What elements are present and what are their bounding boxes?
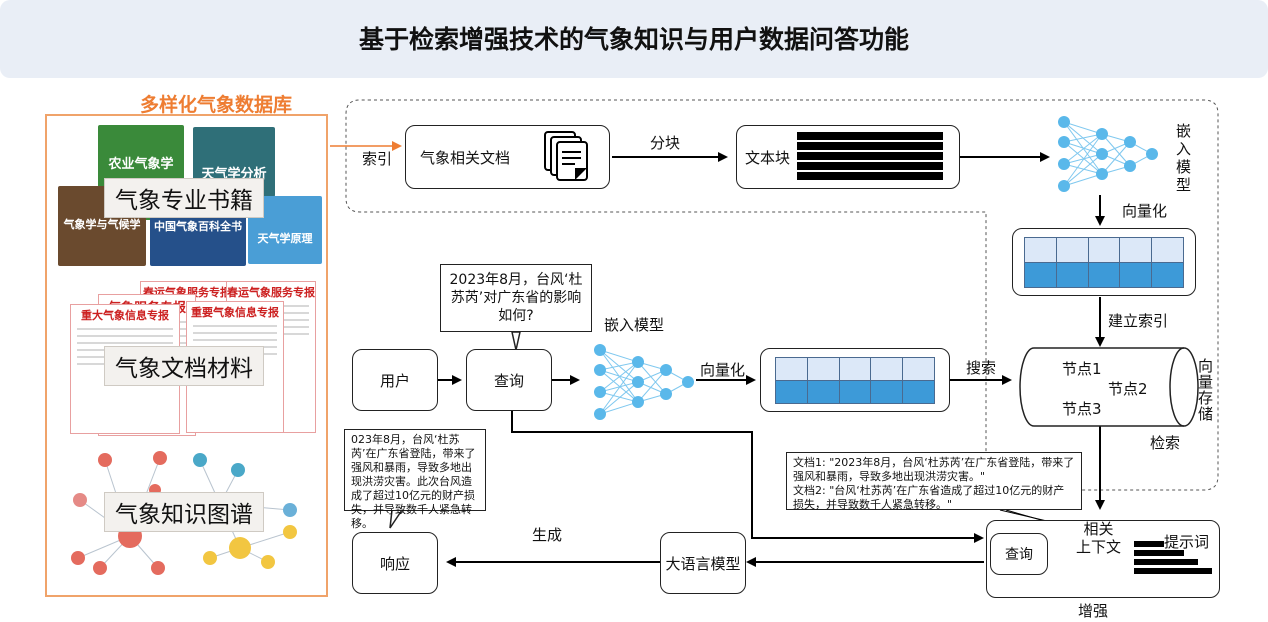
retrieve-label: 检索 xyxy=(1150,434,1181,452)
index-label: 索引 xyxy=(362,150,393,168)
embedding-model-icon xyxy=(1058,116,1158,192)
documents-caption: 气象文档材料 xyxy=(104,346,264,386)
vector-mid-box xyxy=(760,348,950,412)
enhance-label: 增强 xyxy=(1078,602,1109,620)
weather-docs-box[interactable]: 气象相关文档 xyxy=(405,125,610,189)
query-bubble: 2023年8月，台风‘杜苏芮’对广东省的影响如何? xyxy=(440,264,592,332)
header-banner xyxy=(0,0,1268,78)
llm-label: 大语言模型 xyxy=(665,554,741,573)
vector-row-light xyxy=(775,356,935,381)
response-label: 响应 xyxy=(379,554,410,573)
vector-top-box xyxy=(1012,228,1196,296)
vector-row-dark xyxy=(775,380,935,404)
search-label: 搜索 xyxy=(966,359,997,377)
store-node-2: 节点2 xyxy=(1108,380,1148,398)
graph-caption: 气象知识图谱 xyxy=(104,492,264,532)
store-node-1: 节点1 xyxy=(1062,360,1102,378)
document-title: 重要气象信息专报 xyxy=(191,306,279,319)
build-index-label: 建立索引 xyxy=(1108,312,1169,330)
query-box[interactable]: 查询 xyxy=(466,349,552,411)
enhance-query-label: 查询 xyxy=(1005,547,1033,563)
books-caption: 气象专业书籍 xyxy=(104,178,264,218)
response-box[interactable]: 响应 xyxy=(352,532,438,594)
text-block-bars xyxy=(797,132,943,180)
book-title: 气象学与气候学 xyxy=(63,218,141,231)
llm-box[interactable]: 大语言模型 xyxy=(660,532,746,594)
embed-model-mid-label: 嵌入模型 xyxy=(604,316,665,334)
text-block-label: 文本块 xyxy=(745,148,791,167)
user-box[interactable]: 用户 xyxy=(352,349,438,411)
embed-model-top-label: 嵌入模型 xyxy=(1176,122,1192,194)
answer-bubble: 023年8月，台风‘杜苏芮’在广东省登陆，带来了强风和暴雨，导致多地出现洪涝灾害… xyxy=(344,429,486,530)
store-node-3: 节点3 xyxy=(1062,400,1102,418)
document-title: 春运气象服务专报 xyxy=(227,286,315,299)
book-title: 中国气象百科全书 xyxy=(154,220,242,233)
text-block-box[interactable]: 文本块 xyxy=(736,125,960,189)
prompt-bars xyxy=(1134,541,1214,574)
book-title: 农业气象学 xyxy=(108,157,174,172)
page-title: 基于检索增强技术的气象知识与用户数据问答功能 xyxy=(358,25,909,54)
related-context-label: 相关 上下文 xyxy=(1076,520,1122,556)
prompt-label: 提示词 xyxy=(1164,533,1210,551)
query-label: 查询 xyxy=(493,371,524,390)
weather-docs-label: 气象相关文档 xyxy=(420,148,511,167)
vector-row-light xyxy=(1024,236,1184,263)
generate-label: 生成 xyxy=(532,526,563,544)
library-title: 多样化气象数据库 xyxy=(140,94,293,116)
user-label: 用户 xyxy=(379,371,410,390)
vector-store-label: 向量存储 xyxy=(1198,357,1214,423)
index-region-border xyxy=(345,99,1219,491)
document-title: 重大气象信息专报 xyxy=(81,309,169,322)
context-bubble: 文档1: "2023年8月，台风‘杜苏芮’在广东省登陆，带来了强风和暴雨，导致多… xyxy=(786,452,1082,511)
chunk-label: 分块 xyxy=(650,134,681,152)
vectorize-top-label: 向量化 xyxy=(1122,202,1168,220)
document-stack-icon xyxy=(544,131,588,181)
enhance-query-box[interactable]: 查询 xyxy=(990,533,1048,575)
vector-row-dark xyxy=(1024,262,1184,288)
book-title: 天气学原理 xyxy=(257,232,313,245)
vectorize-mid-label: 向量化 xyxy=(700,361,746,379)
embedding-model-mid-icon xyxy=(594,344,694,420)
